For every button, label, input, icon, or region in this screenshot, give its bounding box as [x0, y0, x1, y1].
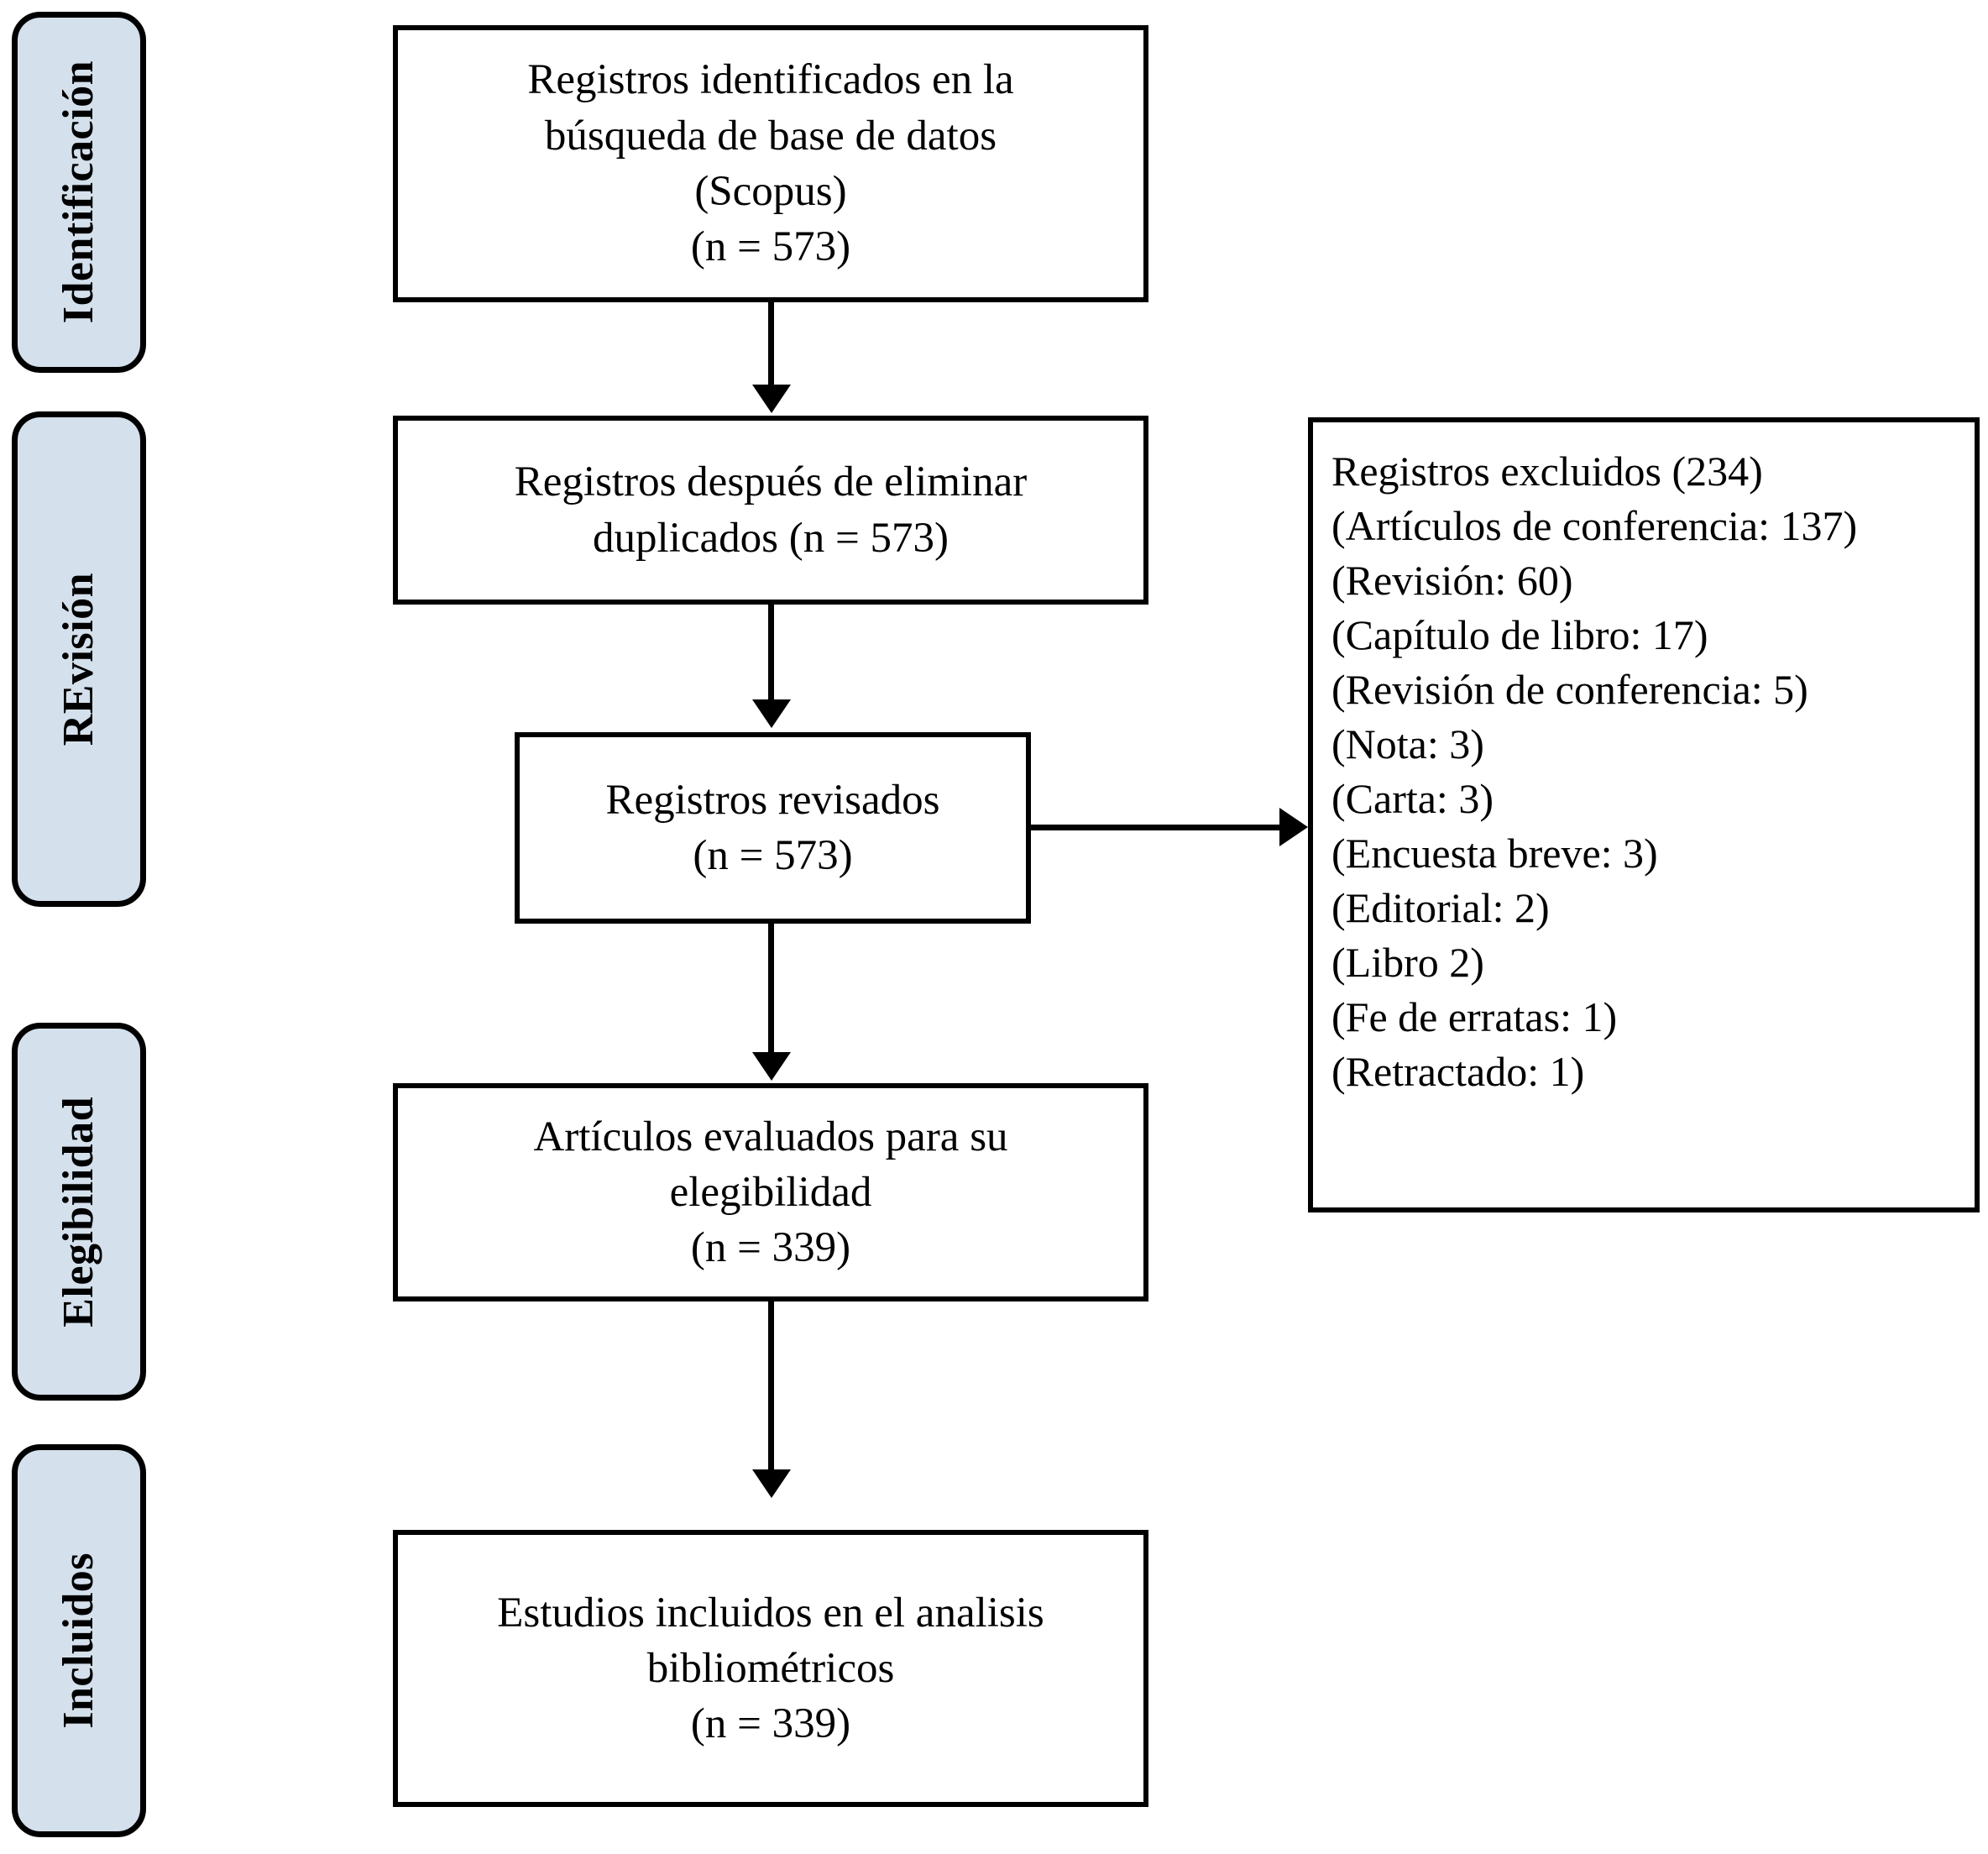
box-records-after-duplicates-removed: Registros después de eliminar duplicados… [393, 416, 1148, 605]
box-records-excluded-line-7: (Carta: 3) [1331, 775, 1494, 822]
box-records-after-duplicates-removed-line-2: duplicados (n = 573) [593, 514, 949, 562]
box-records-identified: Registros identificados en la búsqueda d… [393, 25, 1148, 302]
arrow-down-icon-identified-to-dedup [752, 385, 791, 413]
box-records-identified-line-2: búsqueda de base de datos [544, 112, 997, 160]
box-studies-included-line-3: (n = 339) [690, 1700, 851, 1748]
stage-label-incluidos-text: Incluidos [55, 1553, 102, 1729]
arrow-down-icon-eligibility-to-included [752, 1469, 791, 1498]
box-records-after-duplicates-removed-line-1: Registros después de eliminar [514, 458, 1028, 506]
box-records-excluded-line-10: (Libro 2) [1331, 939, 1484, 986]
box-records-excluded-line-11: (Fe de erratas: 1) [1331, 993, 1618, 1040]
box-records-excluded-line-4: (Capítulo de libro: 17) [1331, 611, 1708, 658]
box-records-excluded-line-8: (Encuesta breve: 3) [1331, 830, 1658, 877]
box-articles-assessed-for-eligibility: Artículos evaluados para su elegibilidad… [393, 1083, 1148, 1301]
box-records-screened: Registros revisados (n = 573) [515, 732, 1031, 924]
box-records-excluded: Registros excluidos (234) (Artículos de … [1308, 417, 1980, 1212]
connector-screened-to-excluded-line [1031, 825, 1283, 830]
box-records-excluded-line-6: (Nota: 3) [1331, 720, 1484, 767]
stage-label-identificacion: Identificación [12, 12, 146, 373]
box-records-screened-line-2: (n = 573) [693, 832, 853, 879]
connector-screened-to-eligibility-line [768, 924, 774, 1055]
box-studies-included: Estudios incluidos en el analisis biblio… [393, 1530, 1148, 1807]
stage-label-elegibilidad: Elegibilidad [12, 1023, 146, 1401]
stage-label-identificacion-text: Identificación [55, 60, 102, 324]
box-records-excluded-line-5: (Revisión de conferencia: 5) [1331, 666, 1808, 713]
box-studies-included-line-1: Estudios incluidos en el analisis [497, 1589, 1044, 1637]
stage-label-revision-text: REvisión [55, 572, 102, 746]
box-records-excluded-line-12: (Retractado: 1) [1331, 1048, 1585, 1095]
connector-eligibility-to-included-line [768, 1301, 774, 1472]
box-articles-assessed-for-eligibility-line-3: (n = 339) [690, 1224, 851, 1272]
box-articles-assessed-for-eligibility-line-1: Artículos evaluados para su [533, 1113, 1008, 1160]
arrow-right-icon-screened-to-excluded [1279, 808, 1308, 846]
box-articles-assessed-for-eligibility-line-2: elegibilidad [669, 1168, 872, 1216]
stage-label-elegibilidad-text: Elegibilidad [55, 1096, 102, 1328]
arrow-down-icon-dedup-to-screened [752, 699, 791, 728]
box-records-excluded-line-1: Registros excluidos (234) [1331, 448, 1763, 495]
box-records-excluded-line-3: (Revisión: 60) [1331, 557, 1573, 604]
box-records-identified-line-1: Registros identificados en la [527, 56, 1014, 104]
stage-label-incluidos: Incluidos [12, 1444, 146, 1837]
connector-dedup-to-screened-line [768, 605, 774, 702]
box-records-identified-line-4: (n = 573) [690, 223, 851, 271]
box-records-excluded-line-9: (Editorial: 2) [1331, 884, 1550, 931]
box-records-identified-line-3: (Scopus) [694, 168, 847, 215]
connector-identified-to-dedup-line [768, 302, 774, 387]
box-records-screened-line-1: Registros revisados [605, 776, 940, 824]
box-studies-included-line-2: bibliométricos [646, 1644, 895, 1692]
arrow-down-icon-screened-to-eligibility [752, 1052, 791, 1081]
stage-label-revision: REvisión [12, 411, 146, 907]
box-records-excluded-line-2: (Artículos de conferencia: 137) [1331, 502, 1858, 549]
